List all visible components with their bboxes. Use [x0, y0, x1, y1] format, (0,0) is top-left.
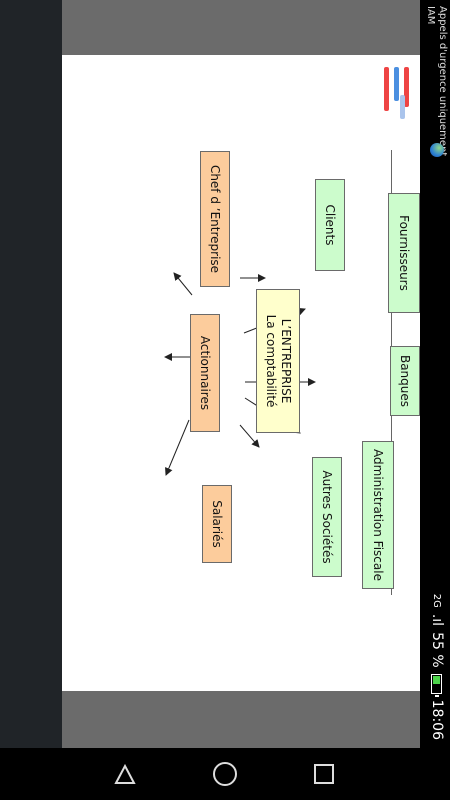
arrow-to-autres-societes [239, 424, 260, 448]
node-fournisseurs: Fournisseurs [388, 193, 420, 313]
node-administration-fiscale: Administration Fiscale [362, 441, 394, 589]
arrow-to-chef [173, 272, 193, 296]
battery-percent: 55 % [429, 632, 445, 668]
company-logo [377, 65, 415, 125]
node-center-entreprise: L’ENTREPRISE La comptabilité [256, 289, 300, 433]
battery-icon [431, 673, 443, 694]
node-salaries: Salariés [202, 485, 232, 563]
node-clients: Clients [315, 179, 345, 271]
globe-icon [430, 143, 444, 157]
presentation-slide[interactable]: Chef d ’Entreprise Actionnaires Salariés… [62, 55, 420, 691]
clock: 18:06 [429, 699, 445, 740]
node-banques: Banques [390, 346, 420, 416]
recent-apps-icon[interactable] [314, 764, 334, 784]
network-type: 2G [431, 593, 443, 608]
arrow-to-salaries [165, 419, 190, 476]
app-sidebar-dark [0, 0, 62, 748]
signal-icon: .ıl [429, 613, 445, 627]
home-icon[interactable] [213, 762, 237, 786]
node-actionnaires: Actionnaires [190, 314, 220, 432]
navigation-bar [0, 748, 450, 800]
status-bar: Appels d'urgence uniquement IAM 2G .ıl 5… [420, 0, 450, 748]
slide-content: Chef d ’Entreprise Actionnaires Salariés… [62, 55, 420, 691]
node-chef-entreprise: Chef d ’Entreprise [200, 151, 230, 287]
back-icon[interactable] [113, 762, 137, 786]
node-autres-societes: Autres Sociétés [312, 457, 342, 577]
carrier-info: Appels d'urgence uniquement IAM [425, 6, 448, 157]
